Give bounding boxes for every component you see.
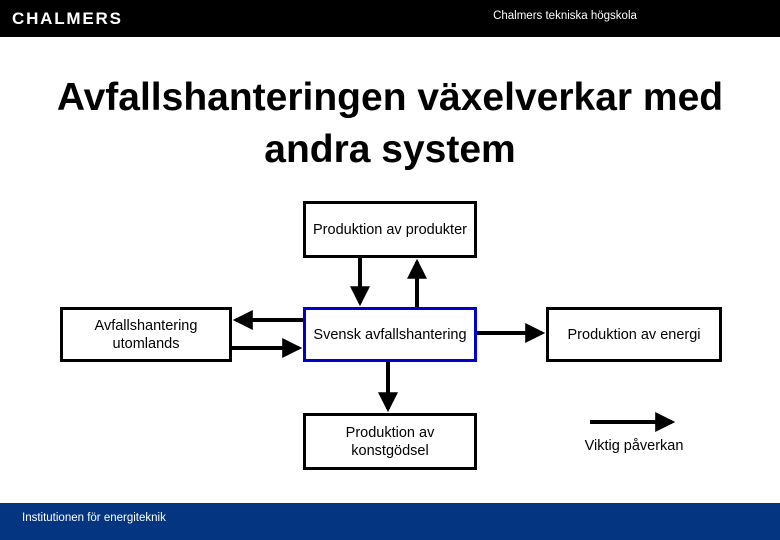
node-avfallshantering-utomlands: Avfallshantering utomlands bbox=[60, 307, 232, 362]
node-label: Produktion av konstgödsel bbox=[345, 424, 435, 459]
header-subtitle: Chalmers tekniska högskola bbox=[493, 10, 637, 22]
node-produktion-av-konstgodsel: Produktion av konstgödsel bbox=[303, 413, 477, 470]
legend-label: Viktig påverkan bbox=[584, 438, 684, 454]
node-produktion-av-energi: Produktion av energi bbox=[546, 307, 722, 362]
chalmers-logo: CHALMERS bbox=[12, 9, 123, 28]
footer-bar bbox=[0, 503, 780, 540]
header-bar bbox=[0, 0, 780, 37]
footer-text: Institutionen för energiteknik bbox=[22, 512, 166, 524]
node-svensk-avfallshantering: Svensk avfallshantering bbox=[303, 307, 477, 362]
node-produktion-av-produkter: Produktion av produkter bbox=[303, 201, 477, 258]
node-label: Svensk avfallshantering bbox=[313, 326, 467, 343]
node-label: Produktion av produkter bbox=[313, 221, 467, 238]
node-label: Avfallshantering utomlands bbox=[94, 317, 198, 352]
node-label: Produktion av energi bbox=[567, 326, 701, 343]
page-title: Avfallshanteringen växelverkar med andra… bbox=[56, 76, 724, 171]
